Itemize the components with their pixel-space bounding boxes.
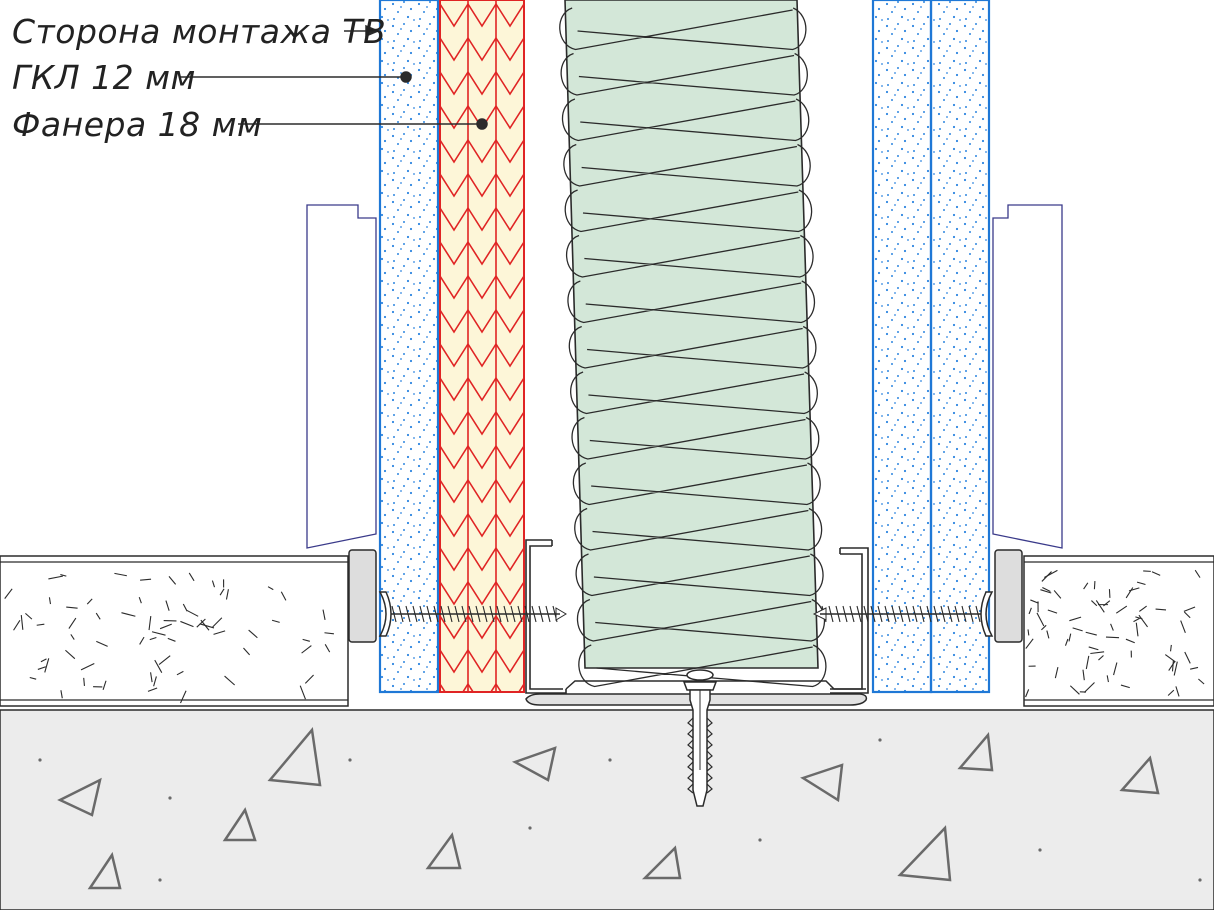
leader-tv-side <box>344 24 380 38</box>
metal-profile-right <box>830 547 869 694</box>
insulation-layer <box>559 0 827 688</box>
concrete-slab <box>0 709 1214 910</box>
label-plywood: Фанера 18 мм <box>12 105 263 144</box>
gypsum-board-right-outer <box>929 0 991 694</box>
gypsum-board-right-inner <box>871 0 933 694</box>
label-tv-side: Сторона монтажа ТВ <box>12 12 387 51</box>
skirting-left <box>306 204 377 549</box>
metal-profile-left <box>525 539 567 694</box>
leader-plywood <box>238 118 488 130</box>
gypsum-board-left <box>378 0 440 694</box>
sealing-pad-right <box>994 549 1023 643</box>
skirting-right <box>992 204 1063 549</box>
label-gypsum: ГКЛ 12 мм <box>12 58 196 97</box>
leader-gypsum <box>180 71 412 83</box>
screw-left <box>378 591 567 637</box>
sealing-pad-left <box>348 549 377 643</box>
floor-board-right <box>1023 555 1214 707</box>
floor-board-left <box>0 555 349 707</box>
dowel-anchor <box>682 669 718 807</box>
screw-right <box>812 591 994 637</box>
plywood-layer <box>439 0 525 693</box>
